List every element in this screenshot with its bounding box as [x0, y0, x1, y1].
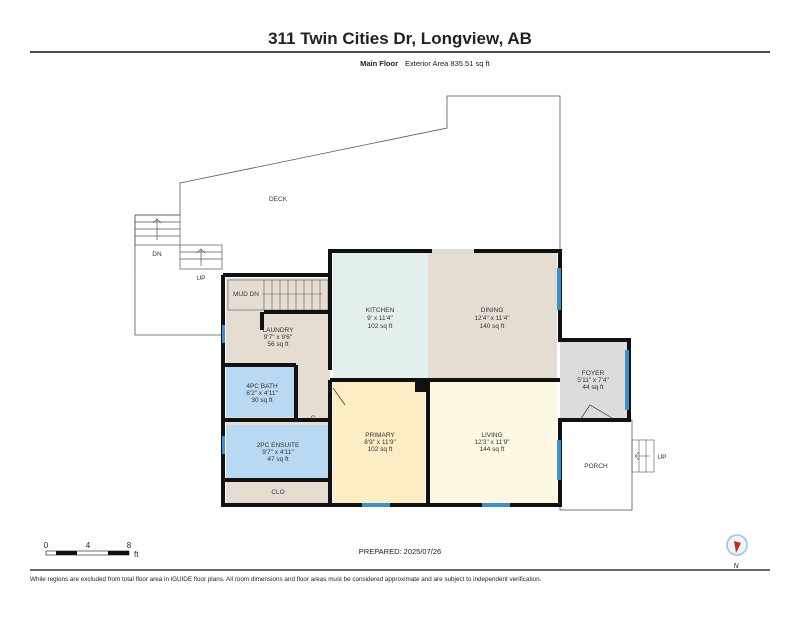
svg-text:4: 4 — [86, 541, 91, 550]
room-4pc-bath: 4PC BATH 6'2" x 4'11" 30 sq ft — [246, 383, 278, 404]
svg-text:DECK: DECK — [269, 196, 288, 203]
deck-down-label: DN — [152, 251, 162, 258]
svg-text:9'7" x 9'6": 9'7" x 9'6" — [264, 334, 293, 341]
svg-text:47 sq ft: 47 sq ft — [267, 456, 289, 463]
living-fill — [428, 380, 557, 503]
disclaimer: While regions are excluded from total fl… — [30, 576, 542, 583]
svg-text:LIVING: LIVING — [481, 432, 502, 439]
slider-door — [432, 249, 474, 253]
svg-text:0: 0 — [44, 541, 49, 550]
compass-icon: N — [726, 534, 748, 570]
svg-text:30 sq ft: 30 sq ft — [251, 397, 273, 404]
svg-text:9'7" x 4'11": 9'7" x 4'11" — [262, 449, 294, 456]
primary-fill — [333, 380, 425, 503]
deck-up-label: UP — [196, 275, 205, 282]
porch-stairs — [631, 439, 655, 473]
room-primary: PRIMARY 8'9" x 11'9" 102 sq ft — [364, 432, 396, 453]
room-porch: PORCH — [584, 463, 608, 470]
room-clo: CLO — [271, 489, 284, 496]
room-living: LIVING 12'3" x 11'9" 144 sq ft — [474, 432, 510, 453]
svg-text:8: 8 — [127, 541, 132, 550]
scale-bar: 0 4 8 ft — [44, 541, 139, 559]
page-title: 311 Twin Cities Dr, Longview, AB — [268, 29, 532, 48]
primary-door — [332, 387, 346, 406]
ensuite-fill — [226, 425, 330, 478]
svg-text:DINING: DINING — [481, 307, 504, 314]
svg-text:12'4" x 11'4": 12'4" x 11'4" — [474, 315, 510, 322]
svg-text:9' x 11'4": 9' x 11'4" — [367, 315, 393, 322]
column — [415, 378, 428, 392]
room-foyer: FOYER 5'11" x 7'4" 44 sq ft — [577, 370, 609, 391]
svg-text:44 sq ft: 44 sq ft — [582, 384, 604, 391]
svg-text:PRIMARY: PRIMARY — [365, 432, 395, 439]
porch-fill — [559, 419, 633, 511]
mud-label: MUD DN — [233, 291, 259, 298]
svg-text:KITCHEN: KITCHEN — [366, 307, 395, 314]
windows — [222, 268, 629, 507]
svg-text:6'2" x 4'11": 6'2" x 4'11" — [246, 390, 278, 397]
room-kitchen: KITCHEN 9' x 11'4" 102 sq ft — [366, 307, 395, 330]
svg-text:ft: ft — [134, 550, 139, 559]
svg-text:5'11" x 7'4": 5'11" x 7'4" — [577, 377, 609, 384]
deck-stairs-down — [134, 214, 181, 246]
room-dining: DINING 12'4" x 11'4" 140 sq ft — [474, 307, 510, 330]
svg-text:144 sq ft: 144 sq ft — [480, 446, 505, 453]
svg-text:FOYER: FOYER — [582, 370, 605, 377]
svg-text:N: N — [733, 563, 739, 570]
floor-area: Exterior Area 835.51 sq ft — [405, 59, 491, 68]
svg-text:140 sq ft: 140 sq ft — [480, 323, 505, 330]
porch-up-label: UP — [657, 454, 666, 461]
room-laundry: LAUNDRY 9'7" x 9'6" 56 sq ft — [263, 327, 295, 348]
svg-text:LAUNDRY: LAUNDRY — [263, 327, 295, 334]
bath4-fill — [226, 365, 294, 417]
svg-text:102 sq ft: 102 sq ft — [368, 323, 393, 330]
svg-text:56 sq ft: 56 sq ft — [267, 341, 289, 348]
svg-text:102 sq ft: 102 sq ft — [368, 446, 393, 453]
foyer-door — [579, 404, 613, 421]
svg-text:2PC ENSUITE: 2PC ENSUITE — [257, 442, 300, 449]
svg-text:12'3" x 11'9": 12'3" x 11'9" — [474, 439, 510, 446]
svg-text:8'9" x 11'9": 8'9" x 11'9" — [364, 439, 396, 446]
dining-fill — [428, 253, 557, 378]
svg-text:4PC BATH: 4PC BATH — [246, 383, 278, 390]
kitchen-fill — [333, 253, 428, 378]
walls — [221, 249, 631, 507]
floor-name: Main Floor — [360, 59, 398, 68]
deck-stairs-up — [179, 244, 223, 270]
room-2pc-ensuite: 2PC ENSUITE 9'7" x 4'11" 47 sq ft — [257, 442, 300, 463]
prepared-date: PREPARED: 2025/07/26 — [359, 547, 441, 556]
clo-fill — [226, 481, 330, 503]
closet-c-label: C — [311, 415, 316, 422]
